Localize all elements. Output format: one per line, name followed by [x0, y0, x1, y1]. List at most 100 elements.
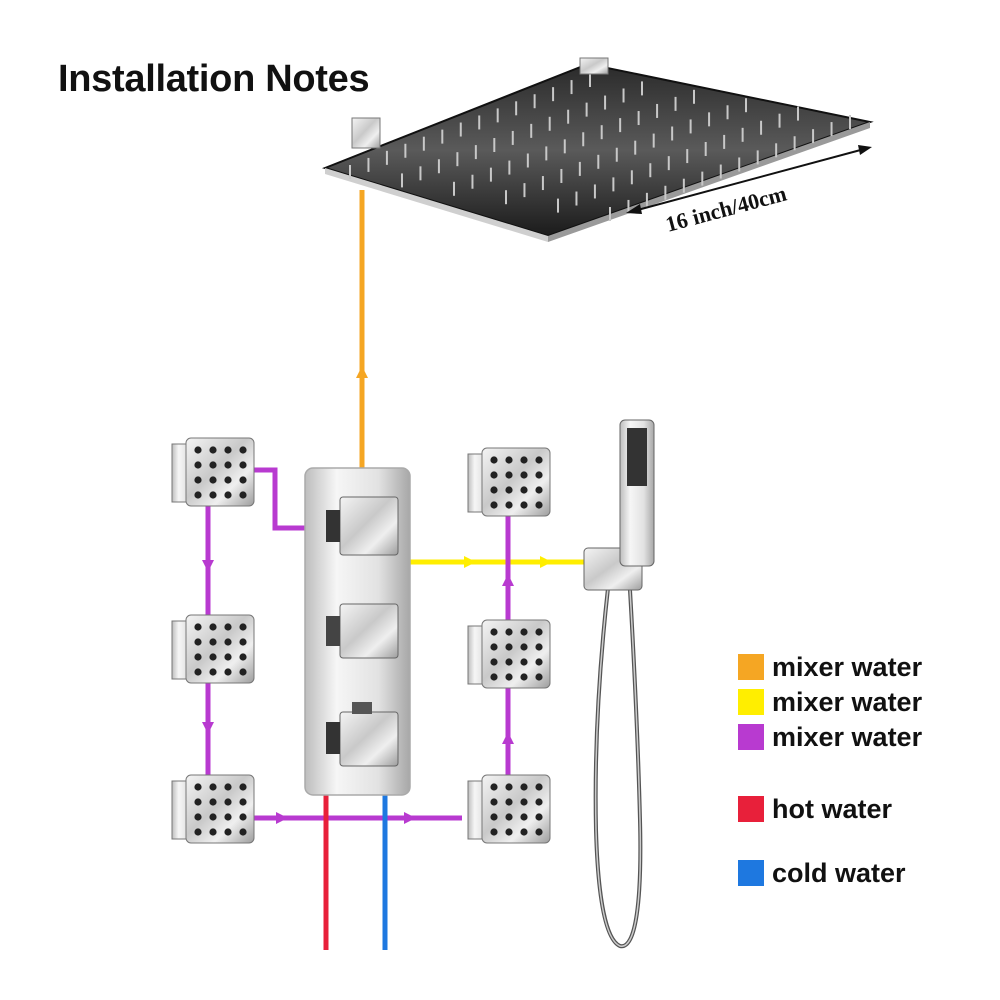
jet-nozzle: [505, 643, 513, 651]
jet-nozzle: [224, 668, 232, 676]
jet-nozzle: [490, 456, 498, 464]
jet-nozzle: [520, 501, 528, 509]
jet-nozzle: [209, 638, 217, 646]
jet-nozzle: [209, 668, 217, 676]
jet-nozzle: [239, 668, 247, 676]
jet-nozzle: [535, 501, 543, 509]
jet-nozzle: [224, 491, 232, 499]
body-jet: [171, 437, 255, 507]
jet-nozzle: [194, 668, 202, 676]
jet-nozzle: [490, 783, 498, 791]
jet-nozzle: [520, 783, 528, 791]
jet-nozzle: [239, 446, 247, 454]
jet-nozzle: [224, 446, 232, 454]
jet-nozzle: [239, 491, 247, 499]
jet-nozzle: [535, 658, 543, 666]
jet-nozzle: [224, 653, 232, 661]
jet-nozzle: [535, 471, 543, 479]
body-jet: [171, 774, 255, 844]
legend-swatch: [738, 654, 764, 680]
jet-nozzle: [535, 798, 543, 806]
jet-nozzle: [505, 813, 513, 821]
jet-nozzle: [209, 476, 217, 484]
jet-nozzle: [520, 643, 528, 651]
legend-item-yellow: mixer water: [738, 687, 922, 717]
jet-nozzle: [535, 673, 543, 681]
jet-nozzle: [490, 628, 498, 636]
body-jet: [171, 614, 255, 684]
flow-arrow: [276, 812, 288, 824]
jet-nozzle: [490, 813, 498, 821]
flow-arrow: [202, 560, 214, 572]
legend-swatch: [738, 796, 764, 822]
legend-label: mixer water: [772, 651, 923, 682]
jet-nozzle: [239, 798, 247, 806]
jet-nozzle: [209, 813, 217, 821]
jet-nozzle: [209, 798, 217, 806]
jet-nozzle: [194, 798, 202, 806]
body-jet: [467, 619, 551, 689]
jet-nozzle: [224, 828, 232, 836]
jet-nozzle: [505, 501, 513, 509]
legend-item-red: hot water: [738, 794, 892, 824]
jet-nozzle: [194, 813, 202, 821]
jet-nozzle: [490, 486, 498, 494]
jet-nozzle: [535, 828, 543, 836]
pipes: [202, 190, 590, 950]
valve-handle-middle: [326, 603, 399, 659]
jet-nozzle: [209, 783, 217, 791]
jet-nozzle: [209, 828, 217, 836]
jet-nozzle: [505, 798, 513, 806]
jet-nozzle: [535, 783, 543, 791]
legend-label: mixer water: [772, 721, 923, 752]
jet-nozzle: [194, 653, 202, 661]
jet-nozzle: [490, 798, 498, 806]
legend-label: mixer water: [772, 686, 923, 717]
jet-nozzle: [194, 476, 202, 484]
jet-nozzle: [535, 456, 543, 464]
jet-nozzle: [520, 486, 528, 494]
body-jet: [467, 447, 551, 517]
jet-nozzle: [535, 628, 543, 636]
dimension-arrow: [626, 145, 872, 214]
legend-swatch: [738, 689, 764, 715]
jet-nozzle: [239, 783, 247, 791]
handheld-shower: [583, 419, 655, 949]
jet-nozzle: [209, 491, 217, 499]
jet-nozzle: [209, 623, 217, 631]
jet-nozzle: [239, 653, 247, 661]
jet-nozzle: [505, 783, 513, 791]
shower-arm: [351, 117, 381, 149]
pipe-purple-left-top: [252, 467, 306, 531]
legend-label: hot water: [772, 793, 893, 824]
jet-nozzle: [209, 446, 217, 454]
jet-nozzle: [520, 798, 528, 806]
jet-nozzle: [535, 643, 543, 651]
jet-nozzle: [239, 828, 247, 836]
jet-nozzle: [194, 828, 202, 836]
legend-item-blue: cold water: [738, 858, 906, 888]
water-streaks: [349, 73, 851, 221]
flow-arrow: [502, 732, 514, 744]
rain-shower-head: [321, 57, 874, 242]
jet-nozzle: [505, 828, 513, 836]
jet-nozzle: [520, 813, 528, 821]
jet-nozzle: [224, 476, 232, 484]
jet-nozzle: [490, 471, 498, 479]
jet-nozzle: [194, 623, 202, 631]
jet-nozzle: [505, 456, 513, 464]
jet-nozzle: [194, 638, 202, 646]
jet-nozzle: [490, 673, 498, 681]
jet-nozzle: [239, 638, 247, 646]
jet-nozzle: [224, 798, 232, 806]
jet-nozzle: [520, 828, 528, 836]
flow-arrow: [502, 574, 514, 586]
jet-nozzle: [520, 628, 528, 636]
jet-nozzle: [505, 658, 513, 666]
jet-nozzle: [224, 623, 232, 631]
flow-arrow: [464, 556, 476, 568]
jet-nozzle: [194, 446, 202, 454]
jet-nozzle: [505, 471, 513, 479]
jet-nozzle: [520, 673, 528, 681]
